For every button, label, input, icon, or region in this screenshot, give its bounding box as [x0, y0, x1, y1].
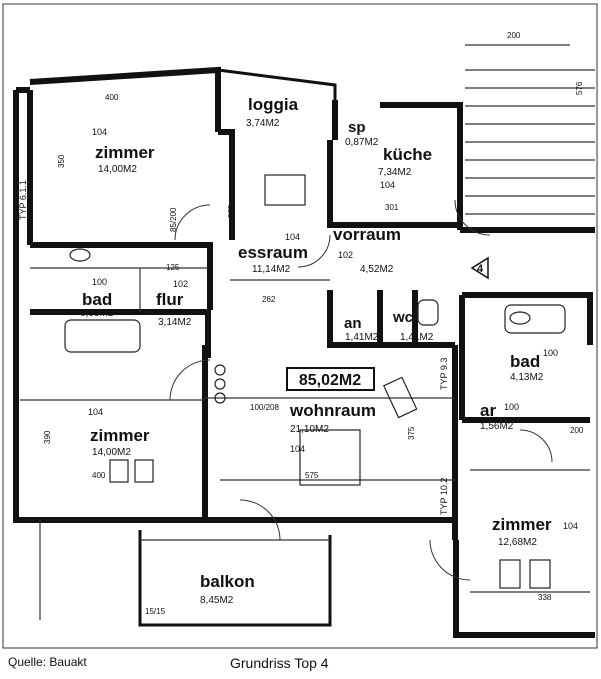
room-wc-area: 1,41M2 — [400, 332, 434, 343]
room-flur-area: 3,14M2 — [158, 317, 192, 328]
room-zimmer2-name: zimmer — [90, 426, 150, 445]
room-bad1-num: 100 — [92, 277, 107, 287]
dim-200-top: 200 — [507, 31, 521, 40]
room-zimmer1-num: 104 — [92, 127, 107, 137]
dim-262: 262 — [262, 295, 276, 304]
room-zimmer3-area: 12,68M2 — [498, 537, 537, 548]
dim-350: 350 — [57, 154, 66, 168]
dim-301: 301 — [385, 203, 399, 212]
door-swings — [169, 199, 553, 581]
room-flur-num: 102 — [173, 279, 188, 289]
room-ar-num: 100 — [504, 402, 519, 412]
room-an-area: 1,41M2 — [345, 332, 379, 343]
toilet — [417, 299, 439, 326]
room-wohnraum-name: wohnraum — [289, 401, 376, 420]
outer-wall-top-right — [332, 100, 463, 230]
room-balkon-area: 8,45M2 — [200, 595, 234, 606]
room-bad1-name: bad — [82, 290, 112, 309]
room-wohnraum-num: 104 — [290, 444, 305, 454]
stove-1 — [214, 364, 226, 376]
room-zimmer1-name: zimmer — [95, 143, 155, 162]
source-label: Quelle: Bauakt — [8, 655, 87, 669]
room-ar-name: ar — [480, 401, 496, 420]
dim-338: 338 — [538, 593, 552, 602]
dim-125: 125 — [166, 263, 180, 272]
wall-type-611: TYP 6.1.1 — [18, 180, 28, 220]
room-balkon-name: balkon — [200, 572, 255, 591]
scan-border — [2, 3, 598, 649]
table-essraum — [264, 174, 306, 206]
plan-title: Grundriss Top 4 — [230, 655, 329, 671]
room-bad2-num: 100 — [543, 348, 558, 358]
sink-1 — [69, 248, 91, 262]
room-zimmer2-area: 14,00M2 — [92, 447, 131, 458]
entrance-arrow-icon — [470, 256, 489, 280]
room-kuche-name: küche — [383, 145, 432, 164]
room-ar-area: 1,56M2 — [480, 421, 514, 432]
room-zimmer2-num: 104 — [88, 407, 103, 417]
dim-100-208: 100/208 — [250, 403, 279, 412]
room-bad2-area: 4,13M2 — [510, 372, 544, 383]
dim-400-top: 400 — [105, 93, 119, 102]
room-kuche-num: 104 — [380, 180, 395, 190]
fixtures — [64, 174, 566, 589]
room-loggia-area: 3,74M2 — [246, 118, 280, 129]
total-area-box — [286, 367, 375, 391]
room-kuche-area: 7,34M2 — [378, 167, 412, 178]
dim-400-bottom: 400 — [92, 471, 106, 480]
walls — [13, 66, 595, 638]
room-wc-name: wc — [392, 309, 413, 326]
dim-375: 375 — [407, 426, 416, 440]
dim-576: 576 — [575, 81, 584, 95]
dim-15-15: 15/15 — [145, 607, 166, 616]
dim-225: 225 — [227, 204, 236, 218]
entrance-marker: 4 — [477, 263, 484, 275]
dim-85-200: 85/200 — [169, 207, 178, 232]
room-sp-area: 0,87M2 — [345, 137, 379, 148]
room-sp-name: sp — [348, 119, 366, 136]
dining-table — [299, 429, 361, 486]
room-bad1-area: 6,09M2 — [80, 308, 114, 319]
room-zimmer3-num: 104 — [563, 521, 578, 531]
outer-wall-top-left — [29, 66, 221, 132]
floor-plan: 85,02M2 loggia 3,74M2 zimmer 14,00M2 104… — [2, 3, 598, 649]
room-zimmer3-name: zimmer — [492, 515, 552, 534]
room-zimmer1-area: 14,00M2 — [98, 164, 137, 175]
wall-type-93: TYP 9.3 — [439, 358, 449, 390]
interior-lines — [20, 44, 595, 620]
room-essraum-num: 104 — [285, 232, 300, 242]
dim-390: 390 — [43, 430, 52, 444]
room-vorraum-area: 4,52M2 — [360, 264, 394, 275]
dim-200-right: 200 — [570, 426, 584, 435]
armchair — [382, 376, 418, 419]
bathtub-1 — [64, 319, 141, 353]
outer-wall-left — [13, 87, 40, 523]
room-essraum-area: 11,14M2 — [252, 264, 291, 275]
wall-type-102: TYP 10.2 — [439, 478, 449, 515]
room-an-name: an — [344, 315, 362, 332]
room-bad2-name: bad — [510, 352, 540, 371]
room-vorraum-name: vorraum — [333, 225, 401, 244]
dim-575: 575 — [305, 471, 319, 480]
room-wohnraum-area: 21,10M2 — [290, 424, 329, 435]
bathtub-2 — [504, 304, 566, 334]
room-vorraum-num: 102 — [338, 250, 353, 260]
total-area: 85,02M2 — [299, 372, 361, 389]
room-loggia-name: loggia — [248, 95, 299, 114]
room-flur-name: flur — [156, 290, 184, 309]
room-essraum-name: essraum — [238, 243, 308, 262]
